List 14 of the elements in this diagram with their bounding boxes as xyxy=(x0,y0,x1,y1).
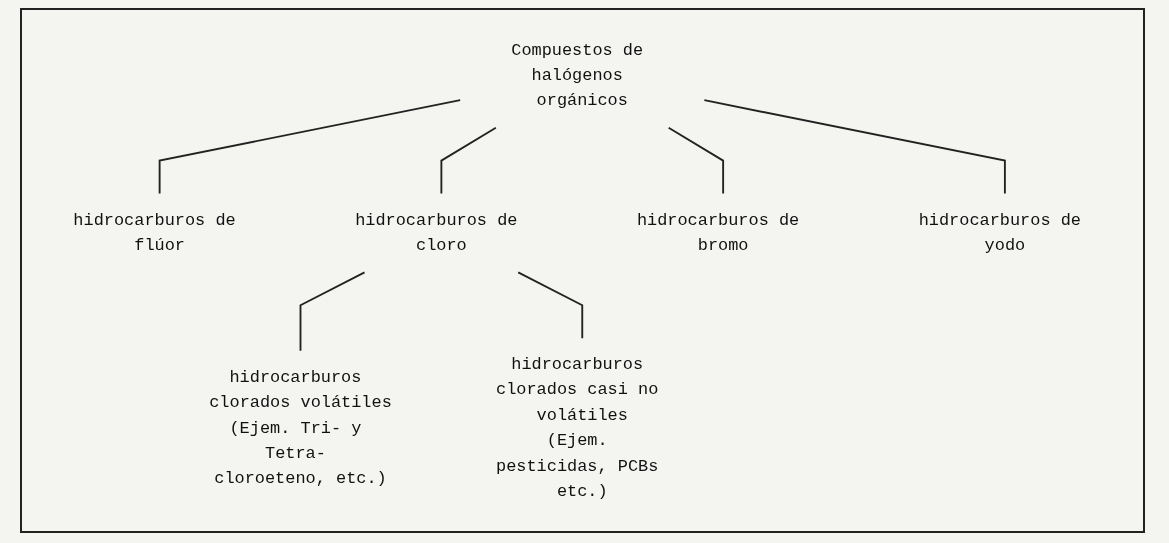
connector xyxy=(667,126,725,194)
node-text: hidrocarburos de bromo xyxy=(637,209,800,255)
node-text: Compuestos de halógenos orgánicos xyxy=(511,39,644,110)
node-text: hidrocarburos de flúor xyxy=(73,209,236,255)
node-text: hidrocarburos de cloro xyxy=(355,209,518,255)
connector xyxy=(517,270,584,339)
connector xyxy=(703,98,1007,194)
connector xyxy=(299,270,366,352)
connector xyxy=(158,98,462,194)
frame: Compuestos de halógenos orgánicos hidrocarburos de flúor hidrocarburos de cloro hidrocarburos de bromo hidrocarburos de yodo hidrocarburos clorados volátiles (Ejem. Tri- y Tetra- cloroeteno, etc.) hidrocarburos clorados casi no volátiles (Ejem. pesticidas, PCBs etc.) xyxy=(20,8,1145,533)
node-text: hidrocarburos clorados casi no volátiles (Ejem. pesticidas, PCBs etc.) xyxy=(496,354,659,501)
node-text: hidrocarburos clorados volátiles (Ejem. Tri- y Tetra- cloroeteno, etc.) xyxy=(209,367,393,488)
node-text: hidrocarburos de yodo xyxy=(918,209,1082,255)
connector xyxy=(440,126,498,194)
